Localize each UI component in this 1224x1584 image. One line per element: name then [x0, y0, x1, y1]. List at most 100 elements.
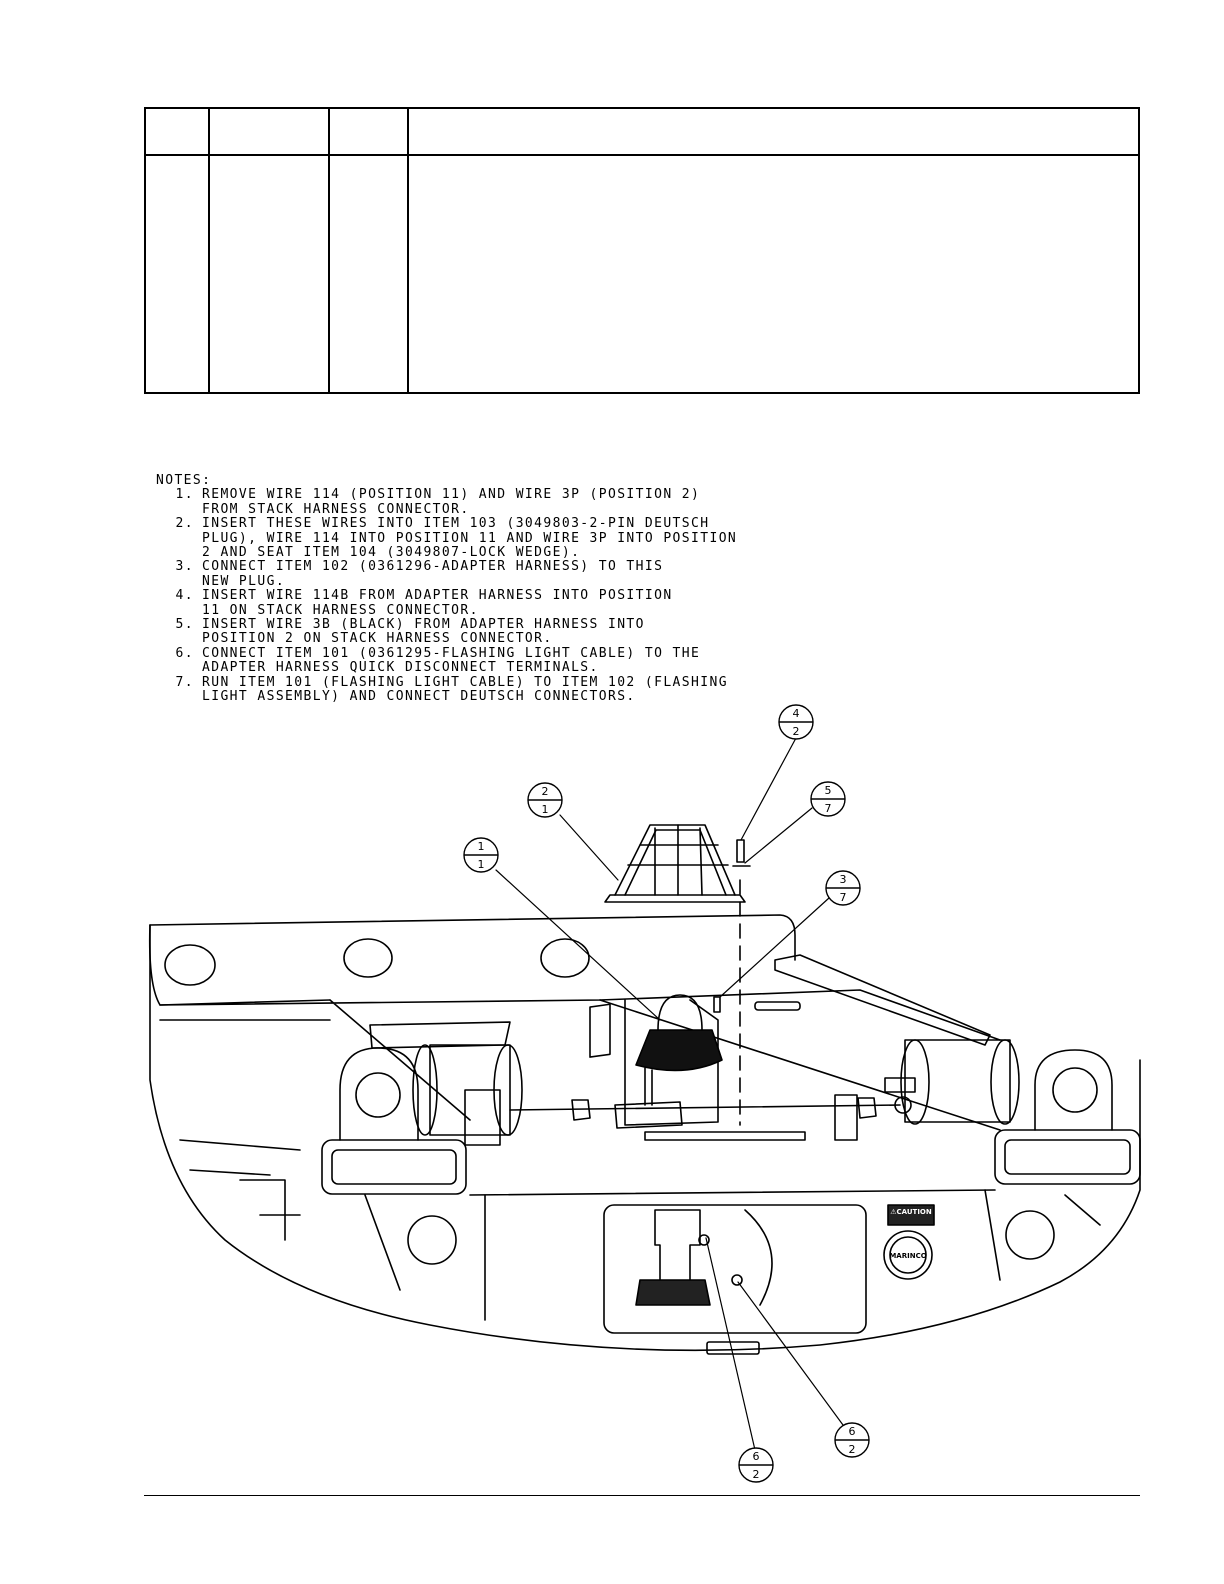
balloon-sheet-number: 2 [849, 1443, 856, 1456]
right-spool-tab [884, 1077, 916, 1093]
balloon-callout: 6 2 [834, 1422, 870, 1458]
note-text: CONNECT ITEM 101 (0361295-FLASHING LIGHT… [202, 645, 701, 676]
shaft-bracket [834, 1094, 858, 1141]
access-cover-arc [744, 1209, 773, 1306]
note-text: INSERT THESE WIRES INTO ITEM 103 (304980… [202, 516, 738, 561]
marinco-badge-inner [889, 1236, 927, 1274]
balloon-callout: 1 1 [463, 837, 499, 873]
left-lifting-eye [339, 1047, 419, 1141]
adapter-terminal [731, 1274, 743, 1286]
table-header-divider [146, 154, 1138, 156]
harness-base [635, 1279, 711, 1306]
left-spool-housing [429, 1044, 511, 1136]
note-number: 2. [175, 516, 194, 532]
leader-line [559, 814, 619, 881]
table-column-divider [208, 109, 210, 392]
note-text: RUN ITEM 101 (FLASHING LIGHT CABLE) TO I… [202, 674, 728, 705]
note-item: 3.CONNECT ITEM 102 (0361296-ADAPTER HARN… [156, 560, 796, 589]
marinco-badge [883, 1230, 933, 1280]
balloon-sheet-number: 7 [825, 802, 832, 815]
balloon-item-number: 6 [849, 1425, 856, 1438]
footer-rule [144, 1495, 1140, 1496]
right-lifting-eye-hole [1052, 1067, 1098, 1113]
note-item: 6. CONNECT ITEM 101 (0361295-FLASHING LIG… [156, 645, 796, 676]
leader-line [719, 897, 830, 998]
lower-right-hole [1005, 1210, 1055, 1260]
light-guard-cage [604, 824, 746, 903]
lower-chassis-edge [469, 1189, 996, 1196]
light-mount-bracket [624, 999, 719, 1126]
deck-slot [644, 1131, 806, 1141]
right-bumper-pad [994, 1129, 1141, 1185]
leader-lines [495, 737, 844, 1451]
note-number: 3. [175, 559, 194, 575]
marinco-badge-text: MARINCO [889, 1252, 926, 1260]
leader-line [705, 1237, 756, 1451]
left-spool-bracket [464, 1089, 501, 1146]
right-spool-end [900, 1039, 930, 1125]
center-clamp [614, 1101, 683, 1129]
lower-chassis-left [364, 1194, 486, 1321]
note-number: 6. [175, 645, 194, 661]
leader-line [495, 869, 661, 1021]
parts-list-table [144, 107, 1140, 394]
balloon-item-number: 1 [478, 840, 485, 853]
note-text: REMOVE WIRE 114 (POSITION 11) AND WIRE 3… [202, 487, 701, 517]
connector-part [713, 996, 721, 1013]
balloon-sheet-number: 2 [753, 1468, 760, 1481]
note-item: 5. INSERT WIRE 3B (BLACK) FROM ADAPTER HA… [156, 617, 796, 647]
deck-surface [159, 989, 1001, 1121]
hex-nut [571, 1099, 591, 1121]
note-number: 4. [175, 588, 194, 604]
top-plate-lower-edge [148, 924, 331, 1006]
hex-nut [857, 1097, 877, 1119]
table-column-divider [407, 109, 409, 392]
balloon-callout: 4 2 [778, 704, 814, 740]
deck-rear-line [599, 999, 1001, 1131]
note-text: INSERT WIRE 114B FROM ADAPTER HARNESS IN… [202, 588, 673, 618]
left-side-mechanism [179, 1139, 301, 1241]
table-column-divider [328, 109, 330, 392]
plate-cutout [540, 938, 590, 978]
leader-line [744, 807, 813, 864]
note-number: 7. [175, 674, 194, 690]
balloon-sheet-number: 2 [793, 725, 800, 738]
balloon-sheet-number: 1 [542, 803, 549, 816]
note-item: 1. REMOVE WIRE 114 (POSITION 11) AND WIRE… [156, 488, 796, 517]
note-item: 7. RUN ITEM 101 (FLASHING LIGHT CABLE) TO… [156, 674, 796, 705]
balloon-item-number: 4 [793, 707, 800, 720]
plate-cutout [164, 944, 216, 986]
note-number: 1. [175, 487, 194, 503]
leader-line [737, 1281, 844, 1426]
balloon-item-number: 6 [753, 1450, 760, 1463]
left-bumper-pad [321, 1139, 467, 1195]
top-plate-front [149, 914, 796, 961]
right-spool-end [990, 1039, 1020, 1125]
balloon-callout: 2 1 [527, 782, 563, 818]
balloon-callout: 5 7 [810, 781, 846, 817]
shaft-bracket [589, 1003, 611, 1058]
assembly-notes: NOTES: 1. REMOVE WIRE 114 (POSITION 11) A… [156, 473, 796, 705]
left-lifting-eye-hole [355, 1072, 401, 1118]
note-text: INSERT WIRE 3B (BLACK) FROM ADAPTER HARN… [202, 617, 645, 647]
plate-cutout [343, 938, 393, 978]
right-lifting-eye [1034, 1049, 1113, 1131]
balloon-item-number: 5 [825, 784, 832, 797]
balloon-sheet-number: 1 [478, 858, 485, 871]
deck-slot [754, 1001, 801, 1011]
notes-title: NOTES: [156, 473, 212, 488]
balloon-callout: 6 2 [738, 1447, 774, 1483]
flashing-light-stem [644, 1067, 653, 1106]
left-bumper-pad-inner [331, 1149, 457, 1185]
adapter-terminal [698, 1234, 710, 1246]
right-spool-pin [894, 1096, 912, 1114]
machine-body-outline [149, 924, 1141, 1352]
balloon-item-number: 3 [840, 873, 847, 886]
right-spool-housing [904, 1039, 1011, 1123]
caution-decal [887, 1204, 935, 1226]
flashing-light-dome [657, 994, 703, 1031]
balloon-callout: 3 7 [825, 870, 861, 906]
note-number: 5. [175, 617, 194, 633]
